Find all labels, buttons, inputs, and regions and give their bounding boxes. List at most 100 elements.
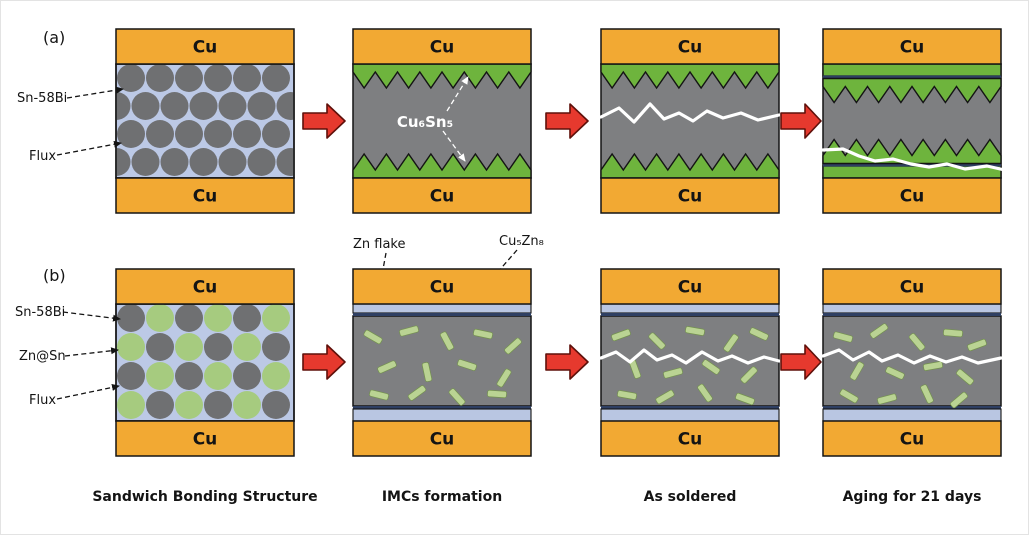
- red-arrow-icon: [780, 344, 822, 380]
- process-arrow-b1: [302, 344, 346, 380]
- zn-flake-label: Zn flake: [353, 237, 406, 252]
- sn58bi-pointer-line: [66, 86, 124, 99]
- zn-flake: [363, 329, 383, 345]
- zn-flakes: [833, 323, 987, 409]
- zn-sn-ball: [262, 362, 290, 390]
- cu-bottom-bar: [822, 420, 1002, 457]
- zn-flake: [885, 366, 905, 380]
- cu-label: Cu: [678, 430, 703, 450]
- cu-label: Cu: [430, 187, 455, 207]
- zn-sn-ball: [204, 362, 232, 390]
- zn-flake: [869, 323, 889, 339]
- red-arrow-icon: [780, 103, 822, 139]
- zn-sn-ball: [117, 391, 145, 419]
- cu-label: Cu: [193, 38, 218, 58]
- cu5zn8-layer-top: [822, 303, 1002, 314]
- solder-ball: [262, 120, 290, 148]
- zn-flake: [697, 383, 713, 403]
- cu-top-bar: [115, 268, 295, 305]
- solder-ball: [218, 148, 247, 176]
- zn-flake: [956, 368, 974, 386]
- solder-ball: [116, 148, 131, 176]
- cu-bottom-bar: [352, 177, 532, 214]
- cu-label: Cu: [678, 187, 703, 207]
- solder-ball: [131, 148, 160, 176]
- stage-captions: Sandwich Bonding Structure IMCs formatio…: [92, 489, 981, 505]
- cu-bottom-bar: [115, 420, 295, 457]
- zn-flake: [833, 331, 853, 343]
- cu-label: Cu: [193, 187, 218, 207]
- panel-a3-as-soldered: Cu Cu: [599, 28, 781, 214]
- zn-sn-ball: [175, 333, 203, 361]
- interface-line-top: [601, 313, 779, 316]
- red-arrow-icon: [545, 344, 589, 380]
- red-arrow-icon: [302, 103, 346, 139]
- solder-ball: [117, 304, 145, 332]
- zn-flakes: [611, 326, 769, 406]
- solder-ball: [146, 391, 174, 419]
- cu-bottom-bar: [600, 420, 780, 457]
- solder-ball: [146, 333, 174, 361]
- bi-layer-line-top: [823, 75, 1001, 79]
- annotation-zn-flake: Zn flake: [353, 237, 406, 330]
- solder-ball: [233, 362, 261, 390]
- solder-ball: [204, 391, 232, 419]
- cu-top-bar: [600, 28, 780, 65]
- zn-flake: [735, 392, 755, 406]
- solder-ball: [218, 92, 247, 120]
- cu-top-bar: [822, 268, 1002, 305]
- cu-label: Cu: [678, 278, 703, 298]
- cu-bottom-bar: [600, 177, 780, 214]
- crack-line: [821, 147, 1011, 173]
- panel-a1-sandwich: Cu Cu: [115, 28, 295, 214]
- cu-top-bar: [822, 28, 1002, 65]
- panel-a2-imc-formation: Cu₆Sn₅ Cu Cu: [352, 28, 532, 214]
- zn-sn-ball: [146, 304, 174, 332]
- zn-flake: [723, 333, 739, 353]
- solder-ball: [204, 64, 232, 92]
- row-a: (a) Cu Cu Sn-58Bi Flux: [17, 28, 1011, 214]
- solder-ball: [160, 148, 189, 176]
- panel-b4-aged: Cu Cu: [821, 268, 1003, 457]
- zn-flake: [457, 359, 477, 371]
- solder-ball: [117, 64, 145, 92]
- solder-ball: [204, 120, 232, 148]
- panel-a4-aged: Cu Cu: [821, 28, 1011, 214]
- cu-top-bar: [352, 268, 532, 305]
- cu-label: Cu: [900, 38, 925, 58]
- zn-flakes: [363, 325, 522, 406]
- zn-flake: [421, 362, 433, 382]
- solder-ball: [204, 333, 232, 361]
- zn-flake-pointer-line: [369, 252, 387, 330]
- solder-ball: [189, 92, 218, 120]
- solder-ball: [175, 362, 203, 390]
- zn-flake: [950, 391, 968, 409]
- caption-imcs-formation: IMCs formation: [382, 489, 502, 505]
- cu6sn5-pointer-bottom: [442, 130, 466, 162]
- cu-top-bar: [600, 268, 780, 305]
- red-arrow-icon: [545, 103, 589, 139]
- cu5zn8-layer-bottom: [352, 408, 532, 422]
- zn-flake: [487, 389, 507, 399]
- cu-label: Cu: [430, 430, 455, 450]
- zn-flake: [967, 338, 987, 352]
- panel-b1-sandwich: Cu Cu: [115, 268, 295, 457]
- cu-bottom-bar: [822, 177, 1002, 214]
- zn-flake: [473, 328, 493, 340]
- cu-top-bar: [115, 28, 295, 65]
- interface-line-bottom: [353, 406, 531, 409]
- zn-flake: [448, 388, 466, 406]
- cu-top-bar: [352, 28, 532, 65]
- annotation-zn-at-sn: Zn@Sn: [19, 347, 119, 364]
- cu5zn8-layer-bottom: [822, 408, 1002, 422]
- zn-flake: [407, 385, 427, 401]
- cu-label: Cu: [900, 430, 925, 450]
- process-arrow-a1: [302, 103, 346, 139]
- cu-label: Cu: [193, 430, 218, 450]
- solder-ball: [233, 120, 261, 148]
- zn-flake: [504, 337, 522, 355]
- crack-line: [599, 102, 781, 124]
- zn-flake: [749, 327, 769, 341]
- annotation-flux-b: Flux: [29, 384, 120, 408]
